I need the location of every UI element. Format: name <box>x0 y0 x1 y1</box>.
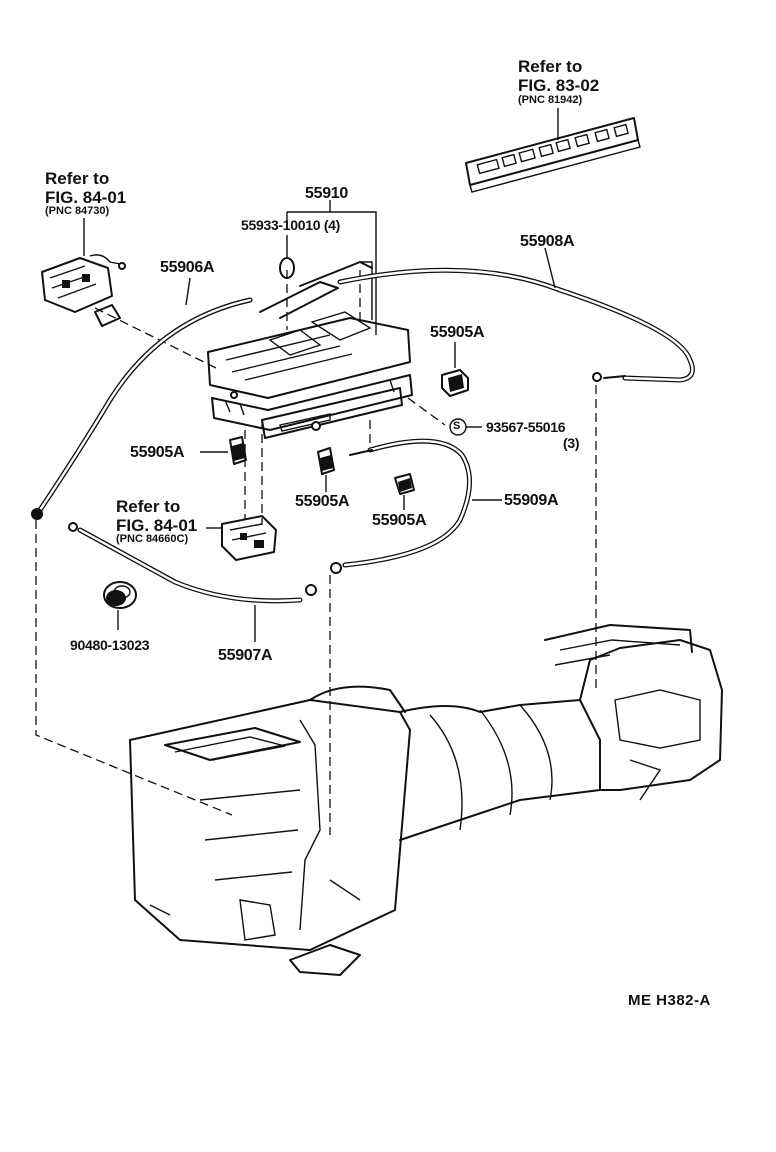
cable-55906A <box>31 277 253 520</box>
part-label-55905A-right: 55905A <box>430 324 485 341</box>
connector-illustration <box>206 515 277 561</box>
part-label-55905A-center: 55905A <box>295 493 350 510</box>
ref-fig8401b-line2: FIG. 84-01 <box>116 516 198 535</box>
grommet-90480 <box>103 581 137 630</box>
heater-control-assembly-illustration <box>207 261 413 439</box>
knob-55905A-right <box>441 342 469 397</box>
part-label-55908A: 55908A <box>520 233 575 250</box>
ref-fig8401a-line2: FIG. 84-01 <box>45 188 127 207</box>
part-label-55933: 55933-10010 (4) <box>241 217 341 233</box>
part-label-93567-qty: (3) <box>563 435 580 451</box>
part-label-55909A: 55909A <box>504 492 559 509</box>
control-panel-illustration <box>465 108 641 193</box>
guide-lines <box>35 270 597 835</box>
knob-55905A-lower <box>394 473 415 510</box>
ref-fig8401a-pnc: (PNC 84730) <box>45 205 110 217</box>
ref-fig8302-line2: FIG. 83-02 <box>518 76 600 95</box>
heater-unit-illustration <box>129 624 723 976</box>
ref-fig8302-line1: Refer to <box>518 57 583 76</box>
part-label-93567: 93567-55016 <box>486 419 566 435</box>
part-label-90480: 90480-13023 <box>70 637 150 653</box>
part-label-55907A: 55907A <box>218 647 273 664</box>
cable-55908A <box>337 247 695 383</box>
ref-fig8401a-line1: Refer to <box>45 169 110 188</box>
clip-55933 <box>279 235 295 279</box>
ref-fig8401b-pnc: (PNC 84660C) <box>116 533 189 545</box>
part-label-55905A-lower: 55905A <box>372 512 427 529</box>
ref-fig8302-pnc: (PNC 81942) <box>518 94 583 106</box>
blower-switch-illustration <box>41 218 126 327</box>
knob-55905A-left <box>200 436 247 465</box>
screw-93567 <box>449 418 482 436</box>
callout-55910 <box>286 200 377 335</box>
cable-55907A <box>68 522 317 642</box>
cable-55909A <box>330 438 502 574</box>
part-label-55910: 55910 <box>305 185 348 202</box>
screw-s-mark: S <box>453 420 461 432</box>
ref-fig8401b-line1: Refer to <box>116 497 181 516</box>
part-label-55906A: 55906A <box>160 259 215 276</box>
knob-55905A-center <box>317 447 335 492</box>
diagram-code: ME H382-A <box>628 992 711 1009</box>
part-label-55905A-left: 55905A <box>130 444 185 461</box>
